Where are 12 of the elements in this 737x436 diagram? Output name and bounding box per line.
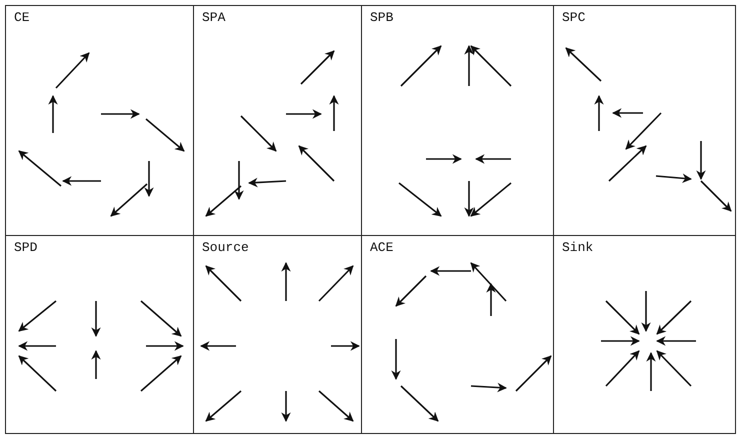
panel [5, 5, 194, 236]
panel-title: CE [14, 10, 30, 25]
panel-title: SPB [370, 10, 394, 25]
panel [5, 235, 194, 434]
panel-title: Source [202, 240, 249, 255]
panel [553, 235, 736, 434]
panel-title: SPC [562, 10, 586, 25]
panel [553, 5, 736, 236]
panel-title: SPD [14, 240, 38, 255]
panel-title: Sink [562, 240, 594, 255]
panel-title: SPA [202, 10, 226, 25]
panel-title: ACE [370, 240, 394, 255]
